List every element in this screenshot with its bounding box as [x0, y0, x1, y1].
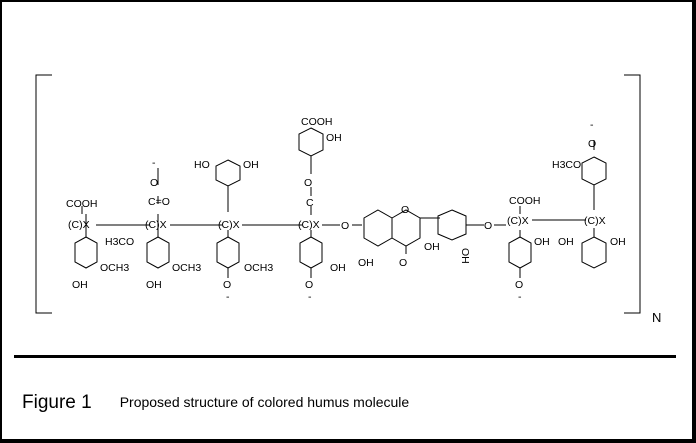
atom-label: OCH3 — [244, 262, 273, 274]
repeat-unit-subscript: N — [652, 310, 662, 325]
atom-label: OH — [558, 236, 574, 248]
atom-label: (C)X — [68, 219, 90, 231]
ring-4 — [299, 236, 323, 269]
atom-label: (C)X — [145, 219, 167, 231]
atom-label: OH — [330, 262, 346, 274]
ring-2 — [146, 236, 170, 269]
atom-label: HO — [194, 159, 210, 171]
atom-label: C=O — [148, 196, 170, 208]
atom-label: COOH — [66, 198, 98, 210]
atom-label: (C)X — [218, 219, 240, 231]
atom-label: OCH3 — [172, 262, 201, 274]
atom-label: (C)X — [298, 219, 320, 231]
atom-label: OH — [146, 279, 162, 291]
ring-6 — [437, 209, 467, 241]
atom-label: OCH3 — [100, 262, 129, 274]
atom-label: H3CO — [552, 159, 581, 171]
atom-label: OH — [358, 257, 374, 269]
atom-label: - — [590, 119, 594, 131]
atom-label: H3CO — [105, 236, 134, 248]
atom-label: OH — [610, 236, 626, 248]
ring-3-top — [215, 159, 241, 187]
right-bracket — [624, 74, 641, 314]
ring-7 — [508, 236, 532, 269]
atom-label: O — [515, 279, 523, 291]
atom-label: OH — [459, 248, 471, 264]
ring-4-top — [298, 127, 324, 157]
atom-label: COOH — [301, 116, 333, 128]
atom-label: O — [401, 204, 409, 216]
atom-label: O — [484, 220, 492, 232]
atom-label: O — [341, 220, 349, 232]
atom-label: (C)X — [584, 215, 606, 227]
atom-label: OH — [72, 279, 88, 291]
atom-label: (C)X — [507, 215, 529, 227]
flavone-c-ring — [391, 209, 421, 247]
left-bracket — [35, 74, 52, 314]
atom-label: COOH — [509, 195, 541, 207]
flavone-a-ring — [363, 209, 393, 247]
atom-label: O — [304, 177, 312, 189]
atom-label: O — [305, 279, 313, 291]
atom-label: OH — [243, 159, 259, 171]
atom-label: O — [223, 279, 231, 291]
caption-divider — [14, 355, 676, 358]
atom-label: C — [306, 197, 314, 209]
figure-label: Figure 1 — [22, 392, 92, 413]
figure-caption: Figure 1 Proposed structure of colored hu… — [22, 392, 409, 414]
atom-labels: COOH (C)X OCH3 OH - O C=O (C)X H3CO OCH3… — [66, 116, 626, 303]
atom-label: O — [588, 138, 596, 150]
ring-1 — [74, 236, 98, 269]
atom-label: OH — [424, 241, 440, 253]
atom-label: OH — [326, 132, 342, 144]
ring-3 — [216, 236, 240, 269]
atom-label: - — [226, 291, 230, 303]
atom-label: - — [308, 291, 312, 303]
atom-label: O — [399, 257, 407, 269]
ring-8 — [581, 236, 607, 269]
atom-label: - — [518, 291, 522, 303]
figure-caption-text: Proposed structure of colored humus mole… — [119, 394, 410, 410]
atom-label: O — [150, 177, 158, 189]
atom-label: OH — [534, 236, 550, 248]
bonds — [35, 74, 641, 314]
ring-8-top — [581, 156, 607, 186]
atom-label: - — [152, 157, 156, 169]
